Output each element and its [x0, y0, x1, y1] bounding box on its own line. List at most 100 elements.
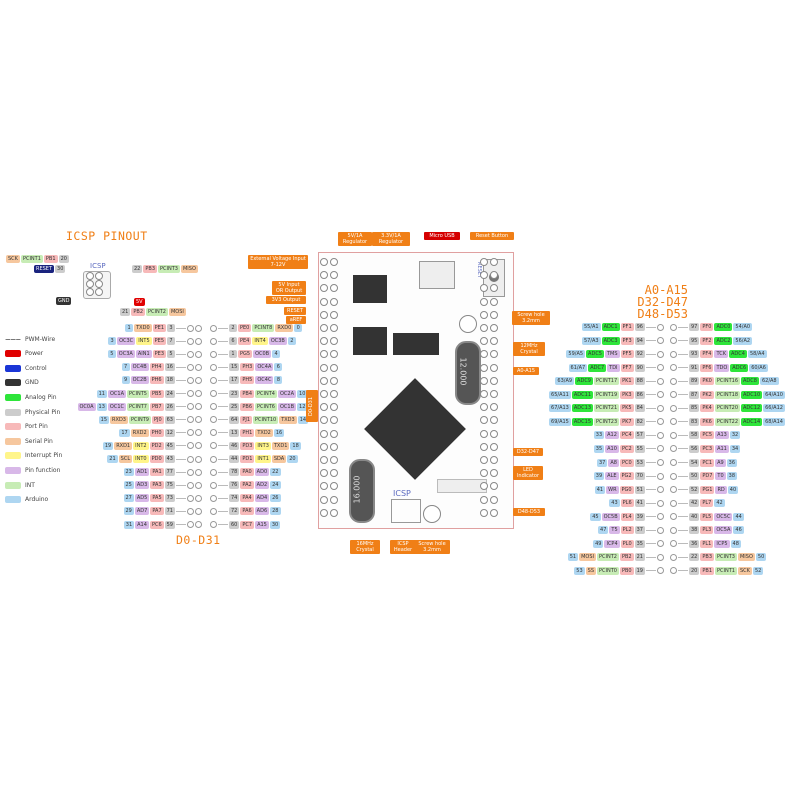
right-outer-pin-row-tag: 59/A5 [566, 350, 586, 359]
left-inner-pin-row-tag: AD4 [254, 494, 270, 503]
board-pin-hole [490, 403, 498, 412]
left-inner-pin-row-tag: 16 [273, 428, 285, 437]
right-outer-pin-row-tag: 53 [634, 458, 645, 467]
pin-pad [187, 521, 194, 528]
legend-item: Control [5, 363, 47, 373]
right-outer-pin-row-tag: 49 [593, 539, 604, 548]
board-pin-hole [330, 469, 338, 478]
right-outer-pin-row-tag: 47 [598, 526, 609, 535]
pin-pad [210, 455, 217, 463]
left-inner-pin-row-tag: 2 [229, 324, 237, 332]
right-inner-pin-row-tag: ADC0 [714, 323, 733, 331]
right-outer-pin-row-tag: 51 [634, 485, 645, 494]
left-outer-pin-row-tag: PCINT7 [127, 402, 149, 411]
pin-wire [678, 367, 688, 369]
left-inner-pin-row-tag: 30 [269, 520, 281, 529]
right-inner-pin-row-tag: 38 [689, 526, 700, 535]
pin-pad [195, 455, 202, 463]
board-pin-hole [330, 271, 338, 280]
right-outer-pin-row-tag: 70 [634, 472, 645, 481]
pin-pad [657, 350, 664, 358]
right-outer-pin-row-tag: PCINT21 [594, 404, 620, 413]
right-inner-pin-row-tag: 56/A2 [733, 336, 753, 345]
right-outer-pin-row-tag: 51 [567, 553, 579, 562]
pin-pad [670, 364, 677, 372]
left-inner-pin-row-tag: AD0 [254, 468, 270, 477]
board-pin-hole [480, 390, 488, 398]
left-outer-pin-row-tag: 1 [125, 324, 134, 332]
right-inner-pin-row-tag: 68/A14 [763, 417, 785, 426]
pin-wire [646, 421, 656, 423]
board-pin-hole [490, 324, 498, 332]
right-outer-pin-row-tag: 39 [593, 472, 605, 481]
right-inner-pin-row-tag: 42 [689, 499, 700, 508]
left-inner-pin-row-tag: INT4 [252, 337, 268, 346]
legend-item: Physical Pin [5, 407, 60, 417]
icsp-pin-tag: 20 [58, 255, 69, 263]
pin-wire [646, 326, 656, 328]
board-pin-hole [330, 258, 338, 266]
right-outer-pin-row-tag: A12 [605, 431, 619, 440]
left-inner-pin-row-tag: PA6 [240, 507, 254, 516]
board-pin-hole [330, 324, 338, 332]
pin-wire [176, 419, 186, 421]
left-inner-pin-row-tag: OC0B [253, 350, 272, 359]
right-outer-pin-row-tag: 41 [634, 499, 645, 508]
pin-pad [210, 468, 217, 476]
legend-item: INT [5, 480, 35, 490]
legend-swatch [5, 423, 21, 431]
right-inner-pin-row-tag: ADC10 [741, 390, 763, 399]
left-outer-pin-row-tag: 59 [164, 520, 175, 529]
pin-wire [176, 484, 186, 486]
right-inner-pin-row-tag: 48 [730, 539, 741, 548]
left-inner-pin-row-tag: PE4 [238, 337, 252, 346]
pin-pad [657, 567, 664, 575]
left-inner-pin-row-tag: PC7 [240, 520, 255, 529]
pin-pad [657, 553, 664, 561]
right-outer-pin-row-tag: PL0 [620, 539, 634, 548]
board-pin-hole [490, 310, 498, 319]
pin-wire [218, 340, 228, 342]
pin-pad [670, 472, 677, 480]
right-outer-pin-row-tag: PK3 [620, 390, 634, 399]
left-outer-pin-row-tag: RXD3 [110, 415, 128, 424]
pin-pad [187, 363, 194, 371]
callout-d48-d53: D48-D53 [513, 508, 545, 516]
right-outer-pin-row-tag: 67/A13 [549, 404, 571, 413]
board-pin-hole [480, 271, 488, 280]
right-inner-pin-row-tag: PK4 [700, 404, 714, 413]
right-inner-pin-row-tag: PCINT20 [714, 404, 740, 413]
right-outer-pin-row-tag: 90 [634, 363, 645, 372]
pin-pad [187, 481, 194, 489]
pin-wire [678, 529, 688, 531]
left-outer-pin-row-tag: PA5 [150, 494, 164, 503]
pin-wire [176, 379, 186, 381]
left-inner-pin-row-tag: 64 [229, 415, 240, 424]
pin-wire [646, 380, 656, 382]
board-pin-hole [480, 482, 488, 491]
icsp-pin-hole [86, 272, 94, 280]
right-inner-pin-row-tag: PK6 [700, 417, 714, 426]
right-inner-pin-row-tag: PB1 [700, 566, 715, 575]
legend-swatch [5, 481, 21, 489]
pin-pad [210, 324, 217, 332]
callout-icsp-header: ICSP Header [390, 540, 416, 554]
board-pin-hole [320, 297, 328, 306]
pin-pad [670, 567, 677, 575]
pin-pad [670, 526, 677, 534]
board-pin-hole [490, 284, 498, 293]
right-inner-pin-row-tag: PCINT18 [714, 390, 740, 399]
right-outer-pin-row-tag: PL2 [620, 526, 634, 535]
pin-wire [218, 484, 228, 486]
right-inner-pin-row-tag: 56 [689, 444, 700, 453]
left-inner-pin-row-tag: PH5 [240, 376, 255, 385]
crystal-16mhz: 16.000 [349, 459, 375, 523]
pin-wire [678, 475, 688, 477]
left-outer-pin-row-tag: PH6 [149, 376, 164, 385]
